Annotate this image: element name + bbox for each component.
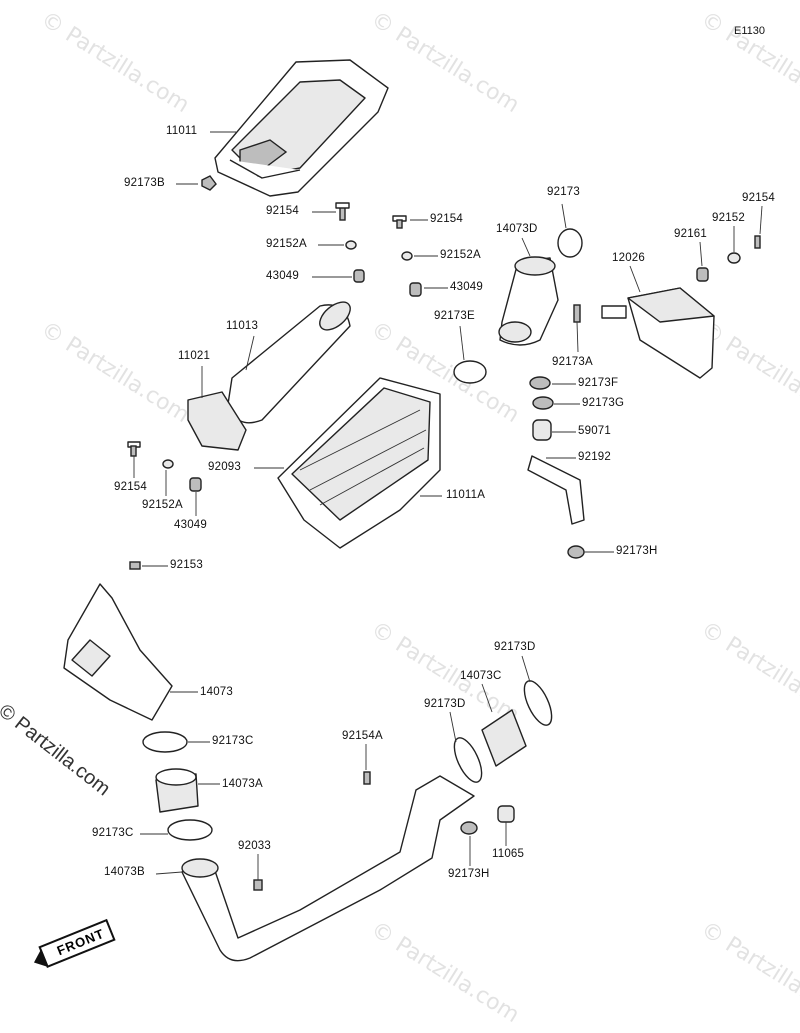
bolt-92154-left (335, 202, 350, 221)
air-cleaner-case (277, 377, 441, 549)
air-cleaner-cover (214, 59, 389, 197)
clip-92033 (253, 879, 263, 891)
callout-label: 11065 (492, 848, 525, 860)
clip-92173b (201, 175, 217, 191)
callout-label: 92154A (342, 730, 383, 742)
callout-label: 92161 (674, 228, 707, 240)
boot-14073a (155, 768, 199, 813)
clamp-92173g (532, 396, 554, 410)
callout-label: 92033 (238, 840, 271, 852)
callout-label: 14073C (460, 670, 502, 682)
callout-label: 12026 (612, 252, 645, 264)
grommet-43049-lower (189, 477, 202, 492)
figure-code: E1130 (734, 25, 765, 37)
clamp-92173 (557, 228, 583, 258)
callout-label: 14073 (200, 686, 233, 698)
drain-hose-92192 (527, 455, 585, 525)
clamp-92173f (529, 376, 551, 390)
callout-label: 92154 (114, 481, 147, 493)
bolt-92154a (363, 771, 371, 785)
callout-label: 11013 (226, 320, 259, 332)
callout-label: 92173 (547, 186, 580, 198)
air-filter-element (227, 301, 351, 424)
callout-label: 92154 (266, 205, 299, 217)
grommet-43049-left (353, 269, 365, 283)
washer-92152a-lower (162, 459, 174, 469)
callout-label: 59071 (578, 425, 611, 437)
callout-label: 43049 (174, 519, 207, 531)
callout-label: 92173A (552, 356, 593, 368)
callout-label: 92173D (424, 698, 466, 710)
bracket-11021 (187, 391, 247, 451)
boot-14073c (481, 709, 527, 767)
callout-label: 43049 (266, 270, 299, 282)
callout-label: 92173F (578, 377, 619, 389)
callout-label: 14073B (104, 866, 145, 878)
grommet-92161 (696, 267, 709, 282)
callout-label: 11021 (178, 350, 211, 362)
washer-92152a-left (345, 240, 357, 250)
callout-label: 14073A (222, 778, 263, 790)
clamp-92173d-right (523, 680, 553, 726)
bolt-92154-center (392, 215, 407, 229)
duct-14073 (63, 583, 173, 721)
clamp-92173d-left (453, 737, 483, 783)
callout-label: 92173C (92, 827, 134, 839)
intake-tube-14073b (181, 775, 475, 962)
callout-label: 11011 (166, 125, 198, 137)
callout-label: 92093 (208, 461, 241, 473)
callout-label: 92152A (142, 499, 183, 511)
washer-92152 (727, 252, 741, 264)
leader-lines (133, 131, 763, 880)
callout-label: 92173E (434, 310, 475, 322)
grommet-43049-center (409, 282, 422, 297)
tube-opening (181, 858, 219, 878)
bolt-92153 (129, 561, 141, 570)
callout-label: 11011A (446, 489, 486, 501)
callout-label: 92173H (616, 545, 658, 557)
callout-label: 92152A (440, 249, 481, 261)
callout-label: 92173C (212, 735, 254, 747)
intake-duct-14073d (498, 256, 559, 346)
callout-label: 92154 (742, 192, 775, 204)
callout-label: 92154 (430, 213, 463, 225)
callout-label: 92173H (448, 868, 490, 880)
cap-59071 (532, 419, 552, 441)
resonator-12026 (601, 287, 715, 379)
callout-label: 92173G (582, 397, 625, 409)
clamp-92173h-upper (567, 545, 585, 559)
bolt-92154-lower (127, 441, 141, 457)
callout-label: 92152 (712, 212, 745, 224)
callout-label: 43049 (450, 281, 483, 293)
callout-label: 92173B (124, 177, 165, 189)
washer-92152a-center (401, 251, 413, 261)
callout-label: 92153 (170, 559, 203, 571)
clamp-92173h-lower (460, 821, 478, 835)
callout-label: 92192 (578, 451, 611, 463)
pin-92173a (573, 304, 581, 323)
clamp-92173e (453, 360, 487, 384)
callout-label: 92152A (266, 238, 307, 250)
clamp-92173c-lower (167, 819, 213, 841)
cap-11065 (497, 805, 515, 823)
bolt-92154-right (754, 235, 761, 249)
clamp-92173c-upper (142, 731, 188, 753)
callout-label: 92173D (494, 641, 536, 653)
callout-label: 14073D (496, 223, 538, 235)
